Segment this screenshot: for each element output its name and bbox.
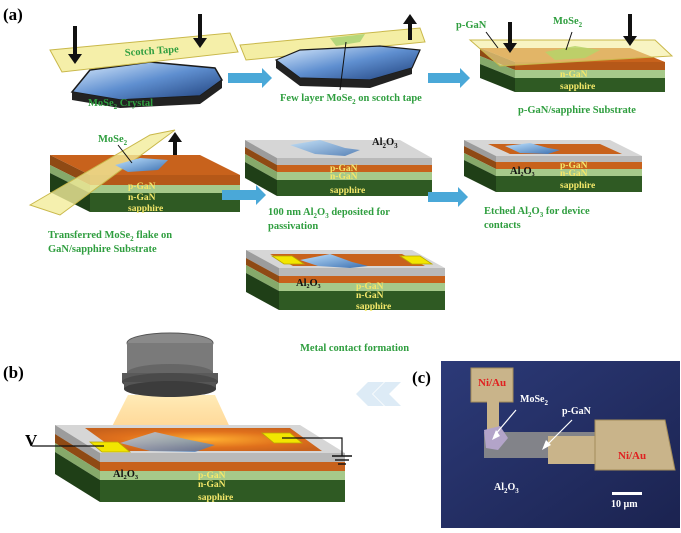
step7-ngan-label: n-GaN <box>356 291 384 301</box>
chevron-decoration <box>356 382 401 406</box>
panel-b-ngan-label: n-GaN <box>198 480 226 490</box>
step4-ngan-label: n-GaN <box>128 193 156 203</box>
mose2-flake-3 <box>545 46 600 60</box>
voltage-label: V <box>25 431 38 450</box>
ni-au-contact-right <box>594 419 676 471</box>
ni-au-label-right: Ni/Au <box>618 450 646 462</box>
step3-substrate-transfer: p-GaN MoSe2 n-GaN sapphire p-GaN/sapphir… <box>456 14 674 116</box>
contact-pad-left-b <box>88 441 132 453</box>
step1-crystal-exfoliation: Scotch Tape MoSe2 Crystal <box>49 14 239 111</box>
step4-caption-line2: GaN/sapphire Substrate <box>48 244 157 255</box>
step7-caption: Metal contact formation <box>300 343 409 354</box>
step3-pgan-label: p-GaN <box>456 20 487 31</box>
step6-caption-line1: Etched Al2O3 for device <box>484 206 590 219</box>
step2-flake-on-tape: Few layer MoSe2 on scotch tape <box>239 14 426 106</box>
mose2-flake-b <box>120 432 215 452</box>
step4-mose2-label: MoSe2 <box>98 134 128 147</box>
mose2-flake-4 <box>115 158 168 172</box>
lamp-icon <box>122 332 218 397</box>
panel-c-micrograph: 10 µm Ni/Au Ni/Au MoSe2 p-GaN Al2O3 <box>441 361 680 528</box>
step5-sapphire-label: sapphire <box>330 186 365 196</box>
step2-caption: Few layer MoSe2 on scotch tape <box>280 93 422 106</box>
step3-sapphire-label: sapphire <box>560 82 595 92</box>
micro-pgan-label: p-GaN <box>562 406 592 417</box>
step3-caption: p-GaN/sapphire Substrate <box>518 105 636 116</box>
micro-al2o3-label: Al2O3 <box>494 482 519 495</box>
contact-pad-left-7 <box>270 255 306 265</box>
flow-arrow-1 <box>228 68 272 88</box>
step6-ngan-label: n-GaN <box>560 169 588 179</box>
step4-pgan-label: p-GaN <box>128 182 156 192</box>
panel-label-c: (c) <box>412 368 431 387</box>
ni-au-contact-left <box>470 367 514 403</box>
scotch-tape-label: Scotch Tape <box>124 44 179 59</box>
panel-b-pgan-label: p-GaN <box>198 471 226 481</box>
mose2-flake-5 <box>290 140 360 156</box>
mose2-flake-7 <box>300 254 368 268</box>
step4-sapphire-label: sapphire <box>128 204 163 214</box>
flow-arrow-2 <box>428 68 470 88</box>
step7-metal-contact: Al2O3 p-GaN n-GaN sapphire Metal contact… <box>246 250 445 354</box>
step5-caption-line2: passivation <box>268 221 318 232</box>
step5-pgan-label: p-GaN <box>330 164 358 174</box>
step6-pgan-label: p-GaN <box>560 161 588 171</box>
flow-arrow-4 <box>428 187 468 207</box>
step6-al2o3-label: Al2O3 <box>510 166 535 178</box>
step7-al2o3-label: Al2O3 <box>296 278 321 290</box>
contact-pad-right-7 <box>398 255 434 265</box>
scotch-tape <box>49 32 239 73</box>
micro-mose2-label: MoSe2 <box>520 394 548 407</box>
step6-caption-line2: contacts <box>484 220 521 231</box>
scale-bar <box>612 492 642 495</box>
panel-b-al2o3-label: Al2O3 <box>113 469 139 481</box>
step3-mose2-label: MoSe2 <box>553 16 583 29</box>
step7-sapphire-label: sapphire <box>356 302 391 312</box>
scotch-tape-2 <box>239 27 426 61</box>
panel-b-device: V Al2O3 p-GaN n-GaN sapphire <box>25 332 352 503</box>
crystal-label: MoSe2 Crystal <box>88 98 153 111</box>
step5-ngan-label: n-GaN <box>330 172 358 182</box>
step7-pgan-label: p-GaN <box>356 282 384 292</box>
flow-arrow-3 <box>222 185 266 205</box>
scale-bar-label: 10 µm <box>611 499 638 510</box>
step4-transferred-flake: MoSe2 p-GaN n-GaN sapphire Transferred M… <box>28 129 240 255</box>
scotch-tape-4 <box>28 129 176 216</box>
step5-al2o3-label: Al2O3 <box>372 137 398 150</box>
step6-sapphire-label: sapphire <box>560 181 595 191</box>
panel-label-a: (a) <box>3 5 23 24</box>
step3-ngan-label: n-GaN <box>560 70 588 80</box>
mose2-flake-6 <box>505 143 560 154</box>
step5-al2o3-deposition: Al2O3 p-GaN n-GaN sapphire 100 nm Al2O3 … <box>245 137 432 232</box>
step5-caption-line1: 100 nm Al2O3 deposited for <box>268 207 390 220</box>
panel-label-b: (b) <box>3 363 24 382</box>
ground-icon <box>332 455 352 465</box>
wire-ground <box>282 437 343 456</box>
panel-b-sapphire-label: sapphire <box>198 493 233 503</box>
step4-caption-line1: Transferred MoSe2 flake on <box>48 230 172 243</box>
ni-au-label-left: Ni/Au <box>478 377 506 389</box>
step6-etched-al2o3: Al2O3 p-GaN n-GaN sapphire Etched Al2O3 … <box>464 140 642 231</box>
